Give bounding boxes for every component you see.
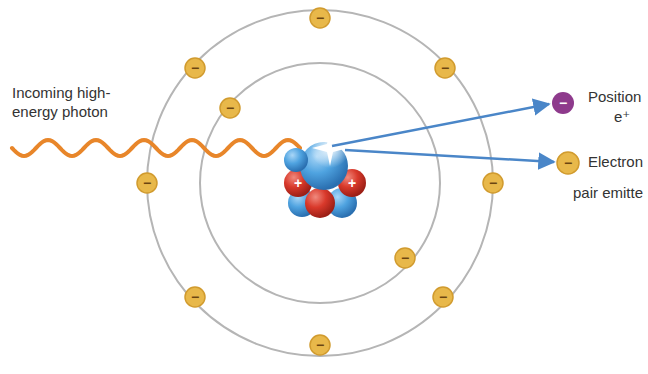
inner-orbit — [200, 63, 440, 303]
electron-sign: − — [226, 101, 234, 115]
proton-sign: + — [348, 176, 356, 190]
particle-label: Electron — [588, 153, 643, 172]
caption-note: pair emitte — [573, 184, 643, 203]
positron-arrow — [332, 104, 549, 146]
particle-symbol: e⁺ — [614, 108, 630, 127]
electron — [433, 287, 453, 307]
photon-wave — [12, 140, 300, 156]
flash-star — [312, 130, 348, 166]
electron-sign: − — [441, 61, 449, 75]
electron — [310, 8, 330, 28]
electron — [483, 173, 503, 193]
electron — [185, 287, 205, 307]
electron-arrow — [345, 150, 554, 162]
electron — [310, 335, 330, 355]
photon-label: Incoming high-energy photon — [12, 84, 137, 122]
electron-sign: − — [564, 156, 572, 170]
electron-sign: − — [401, 251, 409, 265]
electron-sign: − — [316, 338, 324, 352]
electron-sign: − — [439, 290, 447, 304]
electron — [185, 58, 205, 78]
electron-sign: − — [316, 11, 324, 25]
electron — [220, 98, 240, 118]
electron-sign: − — [143, 176, 151, 190]
electron — [435, 58, 455, 78]
electron-sign: − — [191, 290, 199, 304]
electron — [137, 173, 157, 193]
positron-sign: − — [559, 96, 567, 110]
electron-sign: − — [489, 176, 497, 190]
proton-sign: + — [294, 176, 302, 190]
positron — [552, 92, 574, 114]
emitted-electron — [557, 152, 579, 174]
particle-label: Position — [588, 88, 641, 107]
electron-sign: − — [191, 61, 199, 75]
flash — [310, 128, 350, 168]
electron — [395, 248, 415, 268]
electrons — [137, 8, 503, 355]
outer-orbit — [147, 10, 493, 356]
